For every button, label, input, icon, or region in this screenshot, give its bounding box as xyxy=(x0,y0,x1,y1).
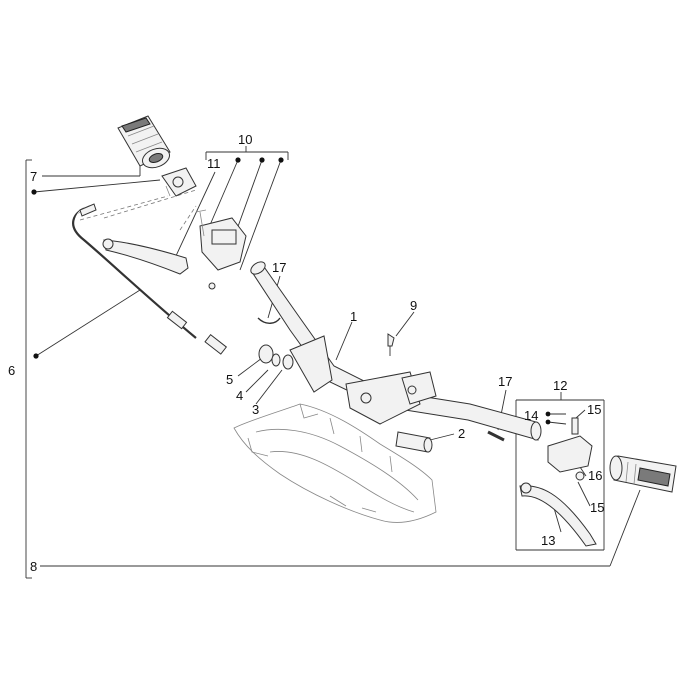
master-cylinder-part xyxy=(195,209,247,290)
left-brake-lever-part xyxy=(102,238,189,275)
label-12: 12 xyxy=(553,378,567,393)
label-1: 1 xyxy=(350,309,357,324)
callout-labels: 7 6 8 10 11 17 1 9 5 4 3 2 17 12 14 15 1… xyxy=(8,132,604,574)
label-14: 14 xyxy=(524,408,538,423)
label-16: 16 xyxy=(588,468,602,483)
label-6: 6 xyxy=(8,363,15,378)
lower-fairing-ghost xyxy=(233,403,437,523)
label-17-right: 17 xyxy=(498,374,512,389)
group-6-bracket xyxy=(25,159,32,579)
bar-end-weight-part xyxy=(395,431,433,453)
spacer-washer-parts xyxy=(258,344,294,370)
label-17-left: 17 xyxy=(272,260,286,275)
right-grip-part xyxy=(609,455,677,493)
label-2: 2 xyxy=(458,426,465,441)
label-5: 5 xyxy=(226,372,233,387)
label-7: 7 xyxy=(30,169,37,184)
label-4: 4 xyxy=(236,388,243,403)
clip-parts xyxy=(257,317,505,442)
screw-9-part xyxy=(387,333,395,356)
label-3: 3 xyxy=(252,402,259,417)
label-15-bottom: 15 xyxy=(590,500,604,515)
left-grip-part xyxy=(117,115,171,169)
handlebar-part xyxy=(250,261,542,441)
right-brake-group-part xyxy=(519,417,597,547)
throttle-housing-part xyxy=(161,167,197,197)
label-8: 8 xyxy=(30,559,37,574)
label-15-top: 15 xyxy=(587,402,601,417)
label-10: 10 xyxy=(238,132,252,147)
label-11: 11 xyxy=(207,156,221,171)
throttle-cable-part xyxy=(72,203,228,355)
label-9: 9 xyxy=(410,298,417,313)
bullet-dots xyxy=(31,157,551,425)
label-13: 13 xyxy=(541,533,555,548)
